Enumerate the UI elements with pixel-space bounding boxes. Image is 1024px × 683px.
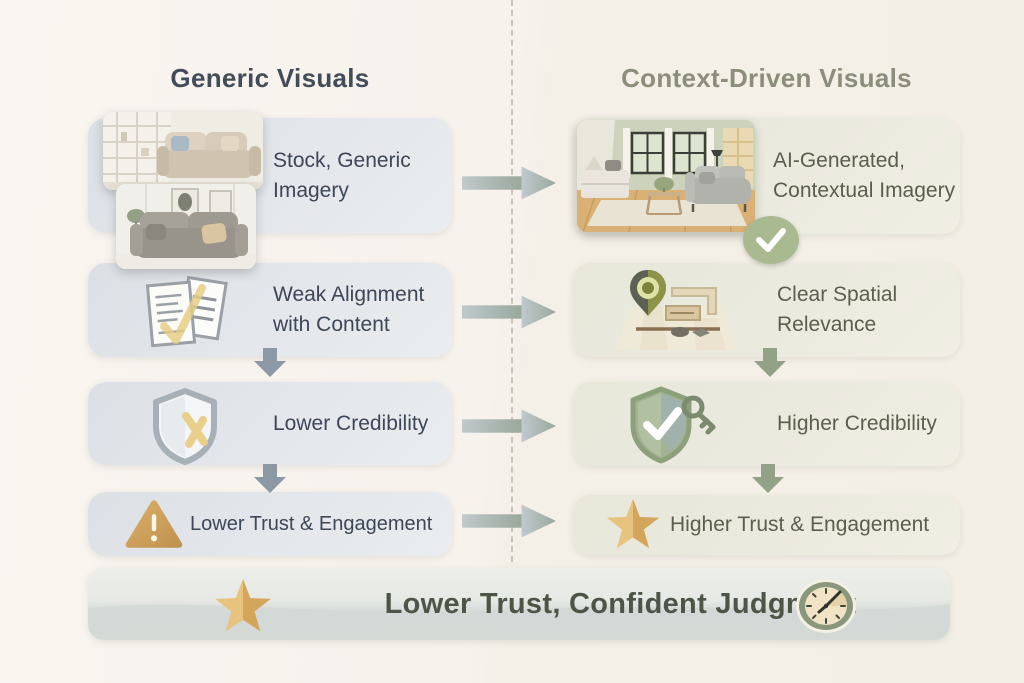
stock-photo-gray-sofa [116, 184, 256, 269]
down-arrow-right-1 [753, 348, 787, 377]
banner-clock-icon [794, 577, 858, 640]
gray-sofa [130, 212, 248, 258]
flow-arrow-row-2 [462, 292, 558, 332]
left-box-weak-alignment-label: Weak Alignment with Content [273, 283, 425, 336]
left-box-lower-trust-label: Lower Trust & Engagement [190, 512, 433, 535]
right-box-higher-credibility-label: Higher Credibility [777, 412, 937, 436]
ai-living-room-photo [577, 120, 755, 232]
key [681, 395, 716, 435]
left-box-stock-imagery-label: Stock, Generic Imagery [273, 148, 411, 202]
down-arrow-left-2 [253, 464, 287, 493]
flow-arrow-row-3 [462, 406, 558, 446]
flow-arrow-row-4 [462, 501, 558, 541]
location-pin [630, 270, 666, 316]
left-box-lower-credibility: Lower Credibility [88, 382, 452, 465]
gray-sofa-right [685, 166, 751, 212]
summary-banner-label: Lower Trust, Confident Judgment [384, 587, 857, 620]
down-arrow-left-1 [253, 348, 287, 377]
check-badge [743, 216, 799, 264]
coffee-table [645, 177, 683, 215]
shield-check-key-icon [623, 385, 719, 472]
gold-star-icon [605, 497, 661, 555]
right-column-title: Context-Driven Visuals [621, 63, 912, 93]
sideboard [581, 156, 629, 198]
furniture-sketch [665, 287, 717, 337]
stock-photo-beige-sofa [103, 112, 263, 190]
right-box-spatial-relevance-label: Clear Spatial Relevance [777, 283, 898, 336]
left-column-title: Generic Visuals [170, 63, 370, 93]
banner-wave-decoration [88, 604, 950, 640]
map-location-pin-icon [610, 266, 742, 361]
right-box-ai-imagery-label: AI-Generated, Contextual Imagery [773, 149, 956, 202]
warning-triangle-icon [125, 498, 183, 555]
down-arrow-right-2 [751, 464, 785, 493]
center-dashed-divider [511, 0, 513, 562]
documents-check-icon [140, 272, 232, 355]
beige-sofa [157, 132, 261, 178]
left-box-lower-credibility-label: Lower Credibility [273, 411, 429, 435]
banner-star-icon [213, 577, 273, 638]
flow-arrow-row-1 [462, 163, 558, 203]
right-box-higher-trust-label: Higher Trust & Engagement [670, 513, 930, 537]
shield-x-icon [146, 386, 224, 471]
